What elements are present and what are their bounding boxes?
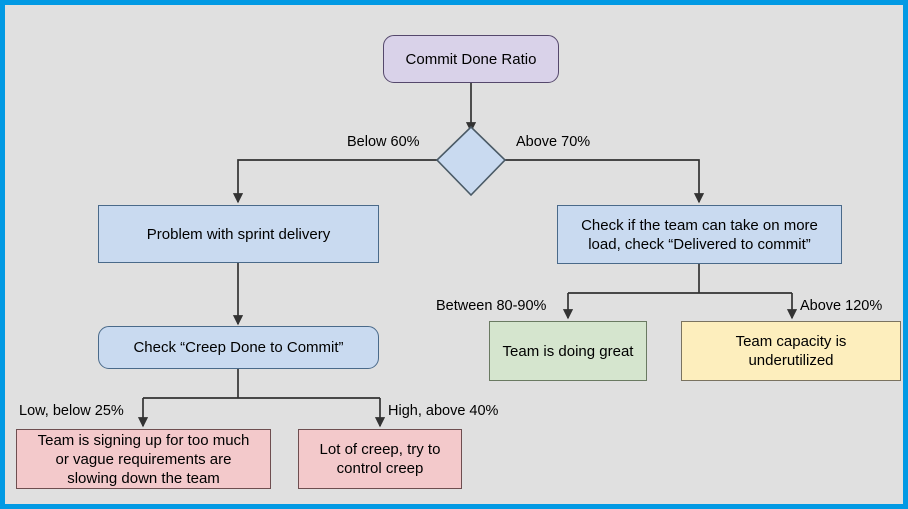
edge-label-below-60: Below 60%	[347, 134, 420, 151]
node-problem-sprint-delivery[interactable]: Problem with sprint delivery	[98, 205, 379, 263]
node-label-line1: Lot of creep, try to	[319, 441, 441, 458]
edge-label-text: Above 70%	[516, 134, 591, 150]
node-check-creep-done-to-commit[interactable]: Check “Creep Done to Commit”	[98, 326, 379, 369]
connector-layer	[137, 83, 798, 428]
node-label-line1: Team is signing up for too much	[37, 431, 250, 449]
node-label-line2: underutilized	[748, 352, 834, 369]
node-signing-up-too-much[interactable]: Team is signing up for too much or vague…	[16, 429, 271, 489]
edge-label-text: Between 80-90%	[436, 298, 547, 314]
edge-label-text: Below 60%	[347, 134, 420, 150]
node-lot-of-creep[interactable]: Lot of creep, try to control creep	[298, 429, 462, 489]
edge-label-text: Low, below 25%	[19, 403, 124, 419]
node-label: Problem with sprint delivery	[146, 225, 331, 243]
edge-label-text: Above 120%	[800, 298, 883, 314]
edge-label-above-70: Above 70%	[516, 134, 590, 151]
node-label-line1: Team capacity is	[735, 333, 847, 350]
node-label-multiline: Team capacity is underutilized	[736, 332, 847, 370]
node-label-line2: or vague requirements are	[55, 450, 232, 468]
edge-label-high-above-40: High, above 40%	[388, 403, 498, 420]
node-commit-done-ratio[interactable]: Commit Done Ratio	[383, 35, 559, 83]
edge-decision-above70	[504, 159, 705, 204]
node-label-line3: slowing down the team	[67, 469, 220, 487]
edge-label-text: High, above 40%	[388, 403, 499, 419]
edge-label-between-80-90: Between 80-90%	[436, 298, 546, 315]
node-label-multiline: Lot of creep, try to control creep	[320, 440, 441, 478]
edge-label-above-120: Above 120%	[800, 298, 882, 315]
node-label-line2: control creep	[336, 460, 424, 477]
node-team-capacity-underutilized[interactable]: Team capacity is underutilized	[681, 321, 901, 381]
edge-decision-below60	[232, 159, 438, 204]
node-check-take-more-load[interactable]: Check if the team can take on more load,…	[557, 205, 842, 264]
node-team-doing-great[interactable]: Team is doing great	[489, 321, 647, 381]
node-label-multiline: Team is signing up for too much or vague…	[38, 431, 250, 488]
edge-label-low-below-25: Low, below 25%	[19, 403, 124, 420]
node-label: Commit Done Ratio	[405, 50, 537, 68]
node-label: Team is doing great	[502, 342, 634, 360]
node-label-line1: Check if the team can take on more	[581, 216, 818, 234]
node-label-multiline: Check if the team can take on more load,…	[581, 216, 818, 254]
node-label: Check “Creep Done to Commit”	[133, 339, 344, 356]
node-label-line2: load, check “Delivered to commit”	[588, 235, 811, 253]
decision-diamond[interactable]	[435, 125, 507, 197]
